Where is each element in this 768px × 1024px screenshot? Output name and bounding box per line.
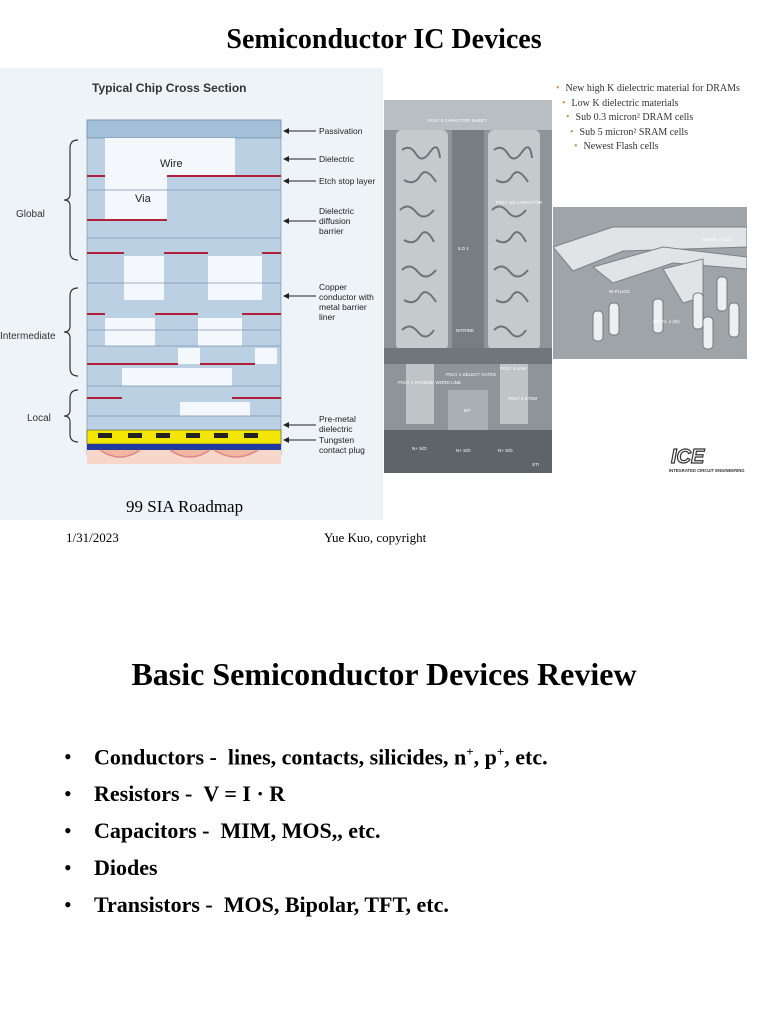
note-item: •Low K dielectric materials — [562, 97, 679, 109]
layer-label: Dielectric — [319, 154, 355, 164]
bullet-icon: • — [64, 855, 72, 880]
note-item: •Sub 5 micron² SRAM cells — [570, 126, 689, 138]
bullet-icon: • — [566, 112, 570, 123]
figure-caption: 99 SIA Roadmap — [126, 497, 244, 516]
bullet-icon: • — [570, 126, 574, 138]
sem-label: POLY 2 STEM — [508, 396, 537, 401]
bullet-icon: • — [64, 781, 72, 806]
svg-text:INTEGRATED CIRCUIT ENGINEERING: INTEGRATED CIRCUIT ENGINEERING — [669, 468, 745, 473]
list-item: • Transistors - MOS, Bipolar, TFT, etc. — [64, 892, 449, 917]
sem-label: N+ S/D — [456, 448, 471, 453]
note-item: •Newest Flash cells — [574, 141, 659, 152]
wire-label: Wire — [160, 158, 183, 170]
note-item: •Sub 0.3 micron² DRAM cells — [566, 112, 694, 123]
list-item: • Resistors - V = I · R — [64, 781, 286, 806]
sem-label: N+ S/D — [498, 448, 513, 453]
note-item: •New high K dielectric material for DRAM… — [556, 83, 740, 94]
sem-label: METAL 1 (W) — [653, 319, 680, 324]
list-item: • Capacitors - MIM, MOS,, etc. — [64, 818, 381, 843]
sem-label: NITRIDE — [456, 328, 474, 333]
sem-label: BIT — [464, 408, 471, 413]
list-item: • Diodes — [64, 855, 158, 880]
slide-title: Semiconductor IC Devices — [226, 24, 542, 55]
layer-label: conductor with — [319, 292, 374, 302]
passivation-layer — [86, 119, 282, 139]
sem-label: POLY 5 CAPACITOR SHEET — [428, 118, 487, 123]
via-label: Via — [135, 193, 152, 205]
sem-label: METAL 2 (Cu) — [703, 237, 732, 242]
layer-label: Tungsten — [319, 435, 354, 445]
sem-label: N+ S/D — [412, 446, 427, 451]
sem-label: POLY 1 SELECT GATES — [446, 372, 496, 377]
footer-copyright: Yue Kuo, copyright — [324, 530, 427, 545]
sem-dram-cross-section-image: POLY 5 CAPACITOR SHEET POLY 4/5 CAPACITO… — [384, 100, 552, 473]
layer-label: Etch stop layer — [319, 176, 375, 186]
bullet-icon: • — [64, 818, 72, 843]
layer-label: barrier — [319, 226, 344, 236]
layer-label: Dielectric — [319, 206, 355, 216]
level-local: Local — [27, 413, 51, 424]
sem-label: POLY 1 PASSING WORD LINE — [398, 380, 461, 385]
chip-cross-section-figure: Typical Chip Cross Section — [0, 68, 383, 520]
bullet-icon: • — [556, 83, 560, 94]
layer-label: diffusion — [319, 216, 351, 226]
list-item: • Conductors - lines, contacts, silicide… — [64, 744, 548, 770]
sem-interconnect-image: METAL 2 (Cu) W-PLUGS METAL 1 (W) — [553, 207, 747, 359]
layer-label: Passivation — [319, 126, 363, 136]
bullet-icon: • — [64, 744, 72, 769]
layer-label: metal barrier — [319, 302, 367, 312]
layer-label: contact plug — [319, 445, 365, 455]
bullet-icon: • — [64, 892, 72, 917]
bullet-list: • Conductors - lines, contacts, silicide… — [64, 744, 548, 929]
sem-label: STI — [532, 462, 539, 467]
figure-heading: Typical Chip Cross Section — [92, 81, 246, 95]
ice-logo: ICE INTEGRATED CIRCUIT ENGINEERING — [667, 443, 747, 475]
level-global: Global — [16, 209, 45, 220]
slide-title: Basic Semiconductor Devices Review — [131, 656, 637, 692]
sem-label: W-PLUGS — [609, 289, 630, 294]
sem-label: POLY 4/5 CAPACITOR — [496, 200, 543, 205]
layer-label: liner — [319, 312, 335, 322]
svg-text:ICE: ICE — [671, 446, 705, 468]
notes-list: •New high K dielectric material for DRAM… — [556, 82, 740, 155]
layer-label: Pre-metal — [319, 414, 356, 424]
layer-label: Copper — [319, 282, 347, 292]
bullet-icon: • — [574, 141, 578, 152]
level-intermediate: Intermediate — [0, 331, 56, 342]
bullet-icon: • — [562, 97, 566, 109]
sem-label: ILD 1 — [458, 246, 469, 251]
footer-date: 1/31/2023 — [66, 530, 119, 545]
sem-label: POLY 4 LINK — [500, 366, 527, 371]
layer-label: dielectric — [319, 424, 353, 434]
